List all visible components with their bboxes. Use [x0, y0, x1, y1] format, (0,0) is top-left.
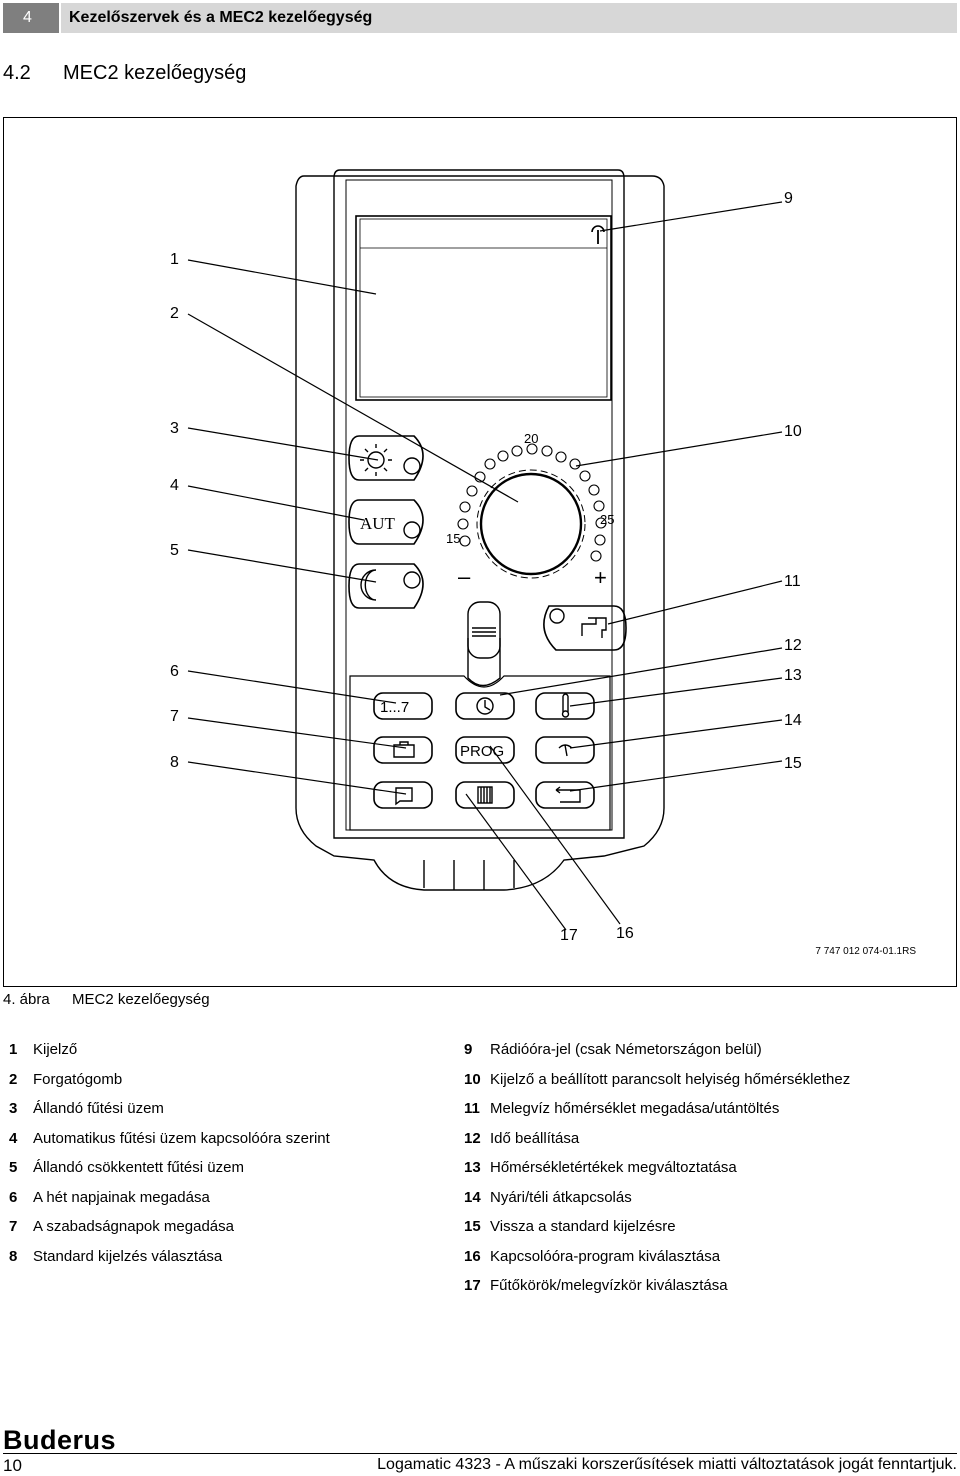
- hot-water-button: [543, 605, 627, 651]
- callout-17: 17: [560, 927, 578, 944]
- section-title: 4.2 MEC2 kezelőegység: [3, 62, 246, 85]
- callout-15: 15: [784, 755, 802, 772]
- aut-label: AUT: [360, 514, 396, 533]
- scale-label-20: 20: [524, 431, 538, 446]
- cover-slider: [467, 601, 501, 687]
- minus-sign: –: [458, 564, 471, 589]
- prog-button: [455, 736, 515, 764]
- chapter-number: 4: [3, 3, 59, 33]
- page-number: 10: [3, 1456, 22, 1475]
- moon-button: [348, 563, 424, 609]
- callout-5: 5: [170, 542, 179, 559]
- chapter-header: 4 Kezelőszervek és a MEC2 kezelőegység: [3, 3, 957, 33]
- suitcase-icon: [393, 741, 415, 758]
- holiday-button: [373, 736, 433, 764]
- callout-13: 13: [784, 667, 802, 684]
- radiator-icon: [477, 786, 493, 804]
- sun-icon: [360, 444, 392, 476]
- thermometer-button: [535, 692, 595, 720]
- aut-button: [348, 499, 424, 545]
- callout-10: 10: [784, 423, 802, 440]
- caption-label: 4. ábra: [3, 991, 50, 1008]
- prog-label: PROG: [460, 743, 504, 760]
- device-inner-frame: [333, 169, 625, 839]
- callout-1: 1: [170, 251, 179, 268]
- buderus-logo: Buderus: [3, 1425, 117, 1455]
- footer-divider: [3, 1453, 957, 1454]
- callout-leaders: [187, 201, 783, 931]
- umbrella-icon: [558, 744, 573, 757]
- return-arrow-icon: [555, 786, 581, 803]
- caption-text: MEC2 kezelőegység: [72, 991, 210, 1008]
- back-button: [535, 781, 595, 809]
- callout-2: 2: [170, 305, 179, 322]
- section-heading: MEC2 kezelőegység: [63, 62, 247, 84]
- days-button: [373, 692, 433, 720]
- display-screen: [355, 215, 612, 401]
- section-number: 4.2: [3, 62, 31, 84]
- radio-clock-icon: [591, 225, 605, 244]
- callout-4: 4: [170, 477, 179, 494]
- callout-3: 3: [170, 420, 179, 437]
- device-housing: [295, 175, 665, 891]
- callout-11: 11: [784, 573, 801, 590]
- figure-mec2: AUT 20 25 15 – +: [3, 117, 957, 987]
- scale-label-25: 25: [600, 512, 614, 527]
- circuit-select-button: [455, 781, 515, 809]
- callout-7: 7: [170, 708, 179, 725]
- callout-6: 6: [170, 663, 179, 680]
- callout-14: 14: [784, 712, 802, 729]
- clock-icon: [476, 697, 494, 715]
- rotary-knob: [476, 469, 586, 579]
- days-label: 1...7: [380, 699, 409, 716]
- clock-button: [455, 692, 515, 720]
- display-icon: [395, 787, 413, 806]
- callout-9: 9: [784, 190, 793, 207]
- mec2-drawing: AUT 20 25 15 – +: [170, 169, 802, 944]
- figure-code: 7 747 012 074-01.1RS: [815, 946, 916, 957]
- chapter-title: Kezelőszervek és a MEC2 kezelőegység: [61, 3, 957, 33]
- sun-button: [348, 435, 424, 481]
- callout-16: 16: [616, 925, 634, 942]
- standard-display-button: [373, 781, 433, 809]
- callout-12: 12: [784, 637, 802, 654]
- summer-winter-button: [535, 736, 595, 764]
- tap-icon: [581, 617, 607, 638]
- moon-icon: [360, 569, 377, 601]
- lower-panel: [349, 675, 611, 831]
- temperature-led-ring: [457, 443, 607, 562]
- callout-8: 8: [170, 754, 179, 771]
- footer-text: Logamatic 4323 - A műszaki korszerűsítés…: [377, 1456, 957, 1473]
- scale-label-15: 15: [446, 531, 460, 546]
- thermometer-icon: [562, 693, 569, 712]
- figure-caption: 4. ábra MEC2 kezelőegység: [3, 991, 210, 1008]
- plus-sign: +: [594, 565, 607, 590]
